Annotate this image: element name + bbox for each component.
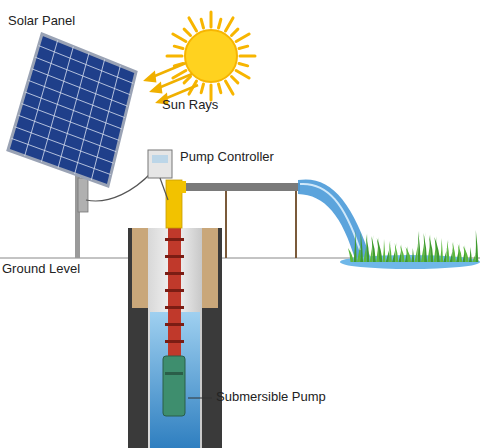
grass-blade: [411, 248, 414, 262]
grass-blade: [357, 231, 363, 262]
sun-ray: [201, 84, 203, 93]
panel-frame: [8, 34, 136, 186]
part-label: Submersible Pump: [216, 390, 326, 404]
cable-clip: [165, 238, 184, 241]
sun-ray: [236, 34, 249, 42]
part-label: Solar Panel: [8, 14, 75, 28]
grass-blade: [415, 230, 421, 262]
grass-blade: [443, 239, 449, 262]
power-wire: [86, 172, 152, 201]
pump-band: [165, 372, 183, 375]
sun-ray: [184, 29, 190, 35]
cable-clip: [165, 323, 184, 326]
sun-ray: [240, 55, 255, 58]
grass-blade: [366, 234, 370, 262]
sun-ray: [232, 29, 238, 35]
grass-blade: [469, 247, 472, 262]
submersible-pump: [163, 356, 185, 416]
grass-blade: [354, 230, 357, 262]
panel-mount: [78, 178, 88, 212]
pipe-elbow: [178, 181, 186, 193]
part-label: Pump Controller: [180, 150, 274, 164]
sun-ray: [210, 12, 213, 27]
pipe-support: [295, 191, 297, 258]
grass-blade: [371, 236, 376, 262]
grass-blade: [418, 231, 421, 262]
grass-blade: [434, 237, 440, 262]
cable-clip: [165, 255, 184, 258]
sun-ray: [236, 71, 249, 79]
outlet-pipe: [180, 183, 300, 191]
sun-ray: [219, 19, 221, 28]
grass-blade: [383, 239, 386, 262]
cable-clip: [165, 289, 184, 292]
controller-display: [152, 155, 168, 163]
controller-wire: [160, 178, 168, 200]
sun-ray: [226, 18, 234, 31]
sun-ray: [173, 34, 186, 42]
pump-cable: [165, 238, 184, 343]
sun: [167, 12, 255, 100]
grass-blade: [463, 246, 469, 262]
grass-blade: [377, 238, 383, 262]
sun-ray: [239, 46, 248, 48]
cable-clip: [165, 272, 184, 275]
grass: [348, 230, 478, 262]
sun-ray: [201, 19, 203, 28]
solar-panel: [8, 34, 136, 186]
grass-blade: [386, 240, 392, 262]
sun-ray: [239, 64, 248, 66]
sun-ray-arrows: [146, 63, 198, 103]
grass-blade: [348, 248, 354, 262]
grass-blade: [406, 247, 412, 262]
sun-ray: [219, 84, 221, 93]
cable-clip: [165, 306, 184, 309]
part-label: Ground Level: [2, 262, 80, 276]
cell-line: [11, 138, 110, 174]
grass-blade: [389, 241, 392, 262]
pump-controller-box: [148, 150, 172, 178]
leader-line: [188, 398, 212, 399]
grass-blade: [429, 235, 434, 262]
sun-ray: [174, 46, 183, 48]
grass-blade: [447, 240, 450, 262]
sun-ray: [226, 81, 234, 94]
part-label: Sun Rays: [162, 98, 218, 112]
sun-ray: [232, 77, 238, 83]
sun-ray: [167, 55, 182, 58]
grass-blade: [424, 233, 428, 262]
grass-blade: [440, 238, 443, 262]
grass-blade: [395, 243, 399, 262]
pipe-support: [225, 191, 227, 258]
grass-blade: [475, 230, 478, 262]
cable-clip: [165, 340, 184, 343]
sun-ray: [189, 18, 197, 31]
water-jet: [298, 179, 372, 262]
grass-blade: [452, 242, 456, 262]
grass-blade: [458, 244, 463, 262]
grass-blade: [400, 245, 405, 262]
water-highlight: [300, 184, 360, 250]
sun-disc: [185, 30, 237, 82]
grass-blade: [360, 232, 363, 262]
